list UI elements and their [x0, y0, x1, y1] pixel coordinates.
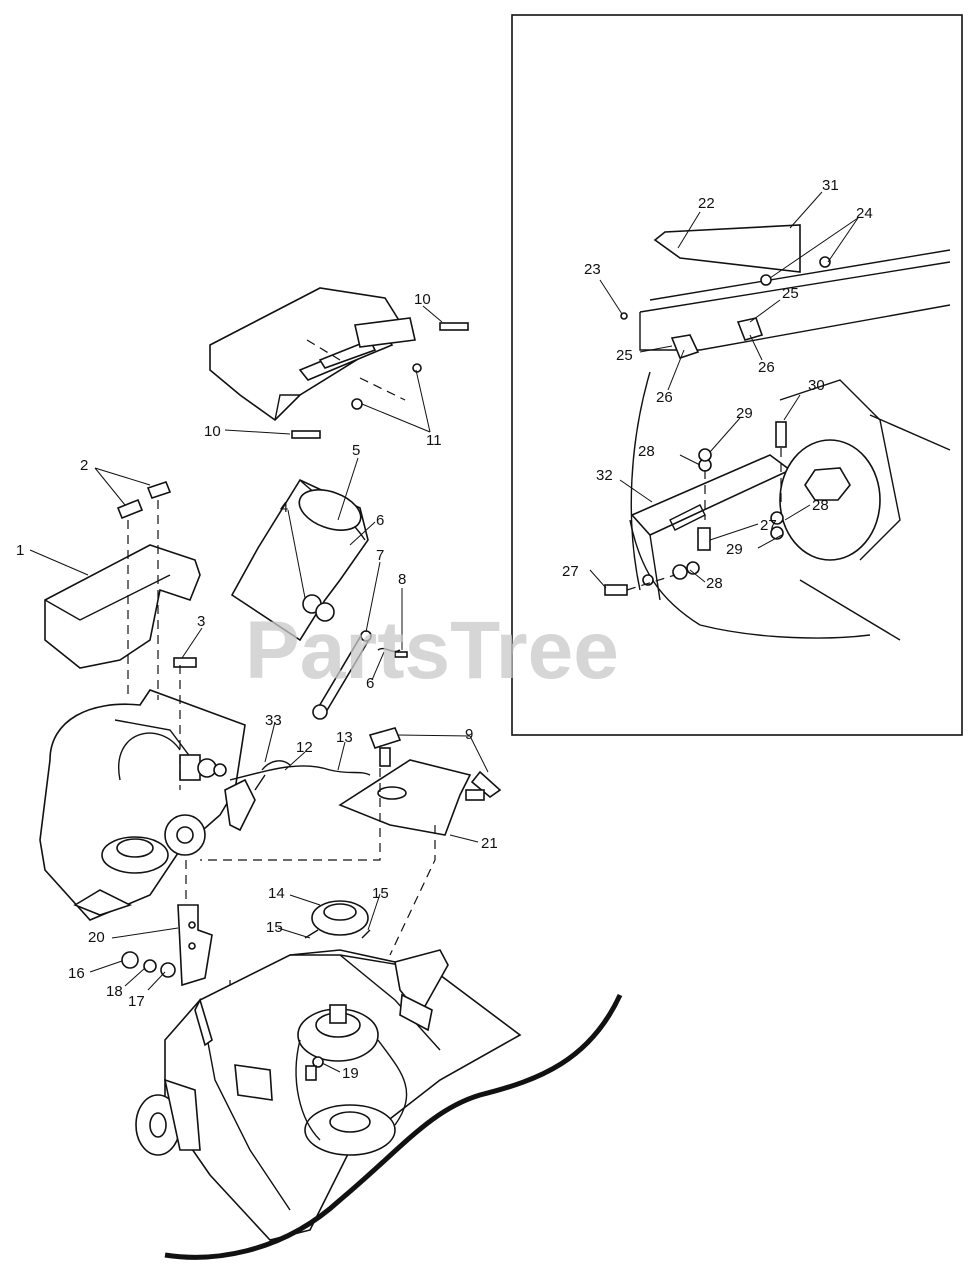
- idler-bracket: [121, 904, 213, 987]
- callout-14: 14: [268, 885, 285, 902]
- callout-labels: 1 2 3 4 5 6 7 8 6 9 10 10 11 12 13 33 21…: [16, 177, 873, 1082]
- callout-16: 16: [68, 965, 85, 982]
- callout-11: 11: [426, 432, 442, 449]
- callout-23: 23: [584, 261, 601, 278]
- callout-6-upper: 6: [376, 512, 384, 529]
- callout-3: 3: [197, 613, 205, 630]
- callout-15-right: 15: [372, 885, 389, 902]
- callout-30: 30: [808, 377, 825, 394]
- callout-22: 22: [698, 195, 715, 212]
- callout-10-lower: 10: [204, 423, 221, 440]
- callout-33: 33: [265, 712, 282, 729]
- callout-5: 5: [352, 442, 360, 459]
- callout-7: 7: [376, 547, 384, 564]
- blower-housing: [39, 689, 256, 921]
- callout-26-right: 26: [758, 359, 775, 376]
- callout-28-right: 28: [812, 497, 829, 514]
- inset-assembly: [604, 224, 951, 641]
- callout-19: 19: [342, 1065, 359, 1082]
- blower-cover: [44, 481, 201, 669]
- inset-leaders: [589, 191, 859, 589]
- callout-9: 9: [465, 726, 473, 743]
- pulley: [304, 900, 371, 939]
- break-line: [164, 993, 623, 1260]
- callout-4: 4: [280, 499, 288, 516]
- link-rod: [312, 630, 408, 720]
- deflector-cover: [209, 287, 469, 439]
- discharge-chute: [230, 478, 369, 642]
- callout-32: 32: [596, 467, 613, 484]
- callout-2: 2: [80, 457, 88, 474]
- callout-25-right: 25: [782, 285, 799, 302]
- callout-8: 8: [398, 571, 406, 588]
- mower-deck: [135, 949, 522, 1241]
- watermark: PartsTree: [245, 605, 619, 696]
- callout-20: 20: [88, 929, 105, 946]
- callout-15-left: 15: [266, 919, 283, 936]
- callout-13: 13: [336, 729, 353, 746]
- callout-29-lower: 29: [726, 541, 743, 558]
- callout-18: 18: [106, 983, 123, 1000]
- callout-21: 21: [481, 835, 498, 852]
- callout-27-upper: 27: [760, 517, 777, 534]
- inset-frame: [511, 14, 963, 736]
- callout-10-upper: 10: [414, 291, 431, 308]
- callout-12: 12: [296, 739, 313, 756]
- cable: [229, 760, 371, 791]
- callout-6-lower: 6: [366, 675, 374, 692]
- callout-24: 24: [856, 205, 873, 222]
- callout-17: 17: [128, 993, 145, 1010]
- callout-1: 1: [16, 542, 24, 559]
- callout-27-lower: 27: [562, 563, 579, 580]
- callout-29-upper: 29: [736, 405, 753, 422]
- callout-26-left: 26: [656, 389, 673, 406]
- main-leaders: [29, 305, 489, 1073]
- callout-25-left: 25: [616, 347, 633, 364]
- callout-28-lower: 28: [706, 575, 723, 592]
- chute-bracket: [338, 727, 502, 836]
- callout-31: 31: [822, 177, 839, 194]
- callout-28-upper: 28: [638, 443, 655, 460]
